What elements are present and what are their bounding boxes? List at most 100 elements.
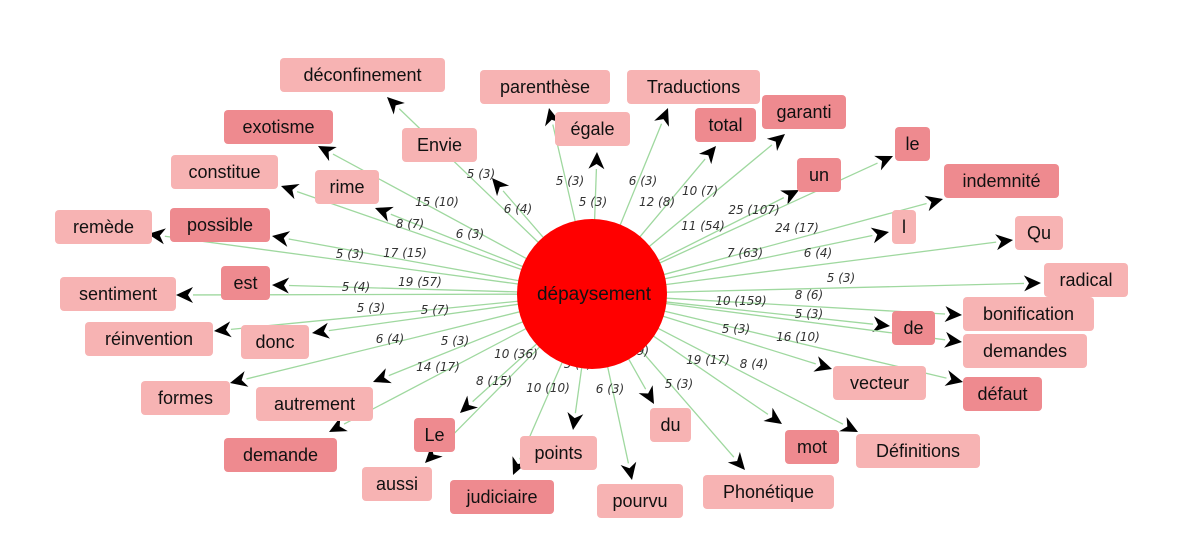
node-vecteur[interactable]: vecteur — [833, 366, 926, 400]
node-autrement[interactable]: autrement — [256, 387, 373, 421]
node-box-total[interactable] — [695, 108, 756, 142]
node-label-garanti: garanti — [776, 102, 831, 122]
edge-label-aussi: 10 (36) — [494, 347, 538, 361]
node-box-constitue[interactable] — [171, 155, 278, 189]
node-label-de: de — [903, 318, 923, 338]
node-bonification[interactable]: bonification — [963, 297, 1094, 331]
node-box-aussi[interactable] — [362, 467, 432, 501]
node-box-sentiment[interactable] — [60, 277, 176, 311]
node-box-du[interactable] — [650, 408, 691, 442]
node-box-un[interactable] — [797, 158, 841, 192]
node-de[interactable]: de — [892, 311, 935, 345]
node-radical[interactable]: radical — [1044, 263, 1128, 297]
edge-phonetique — [638, 347, 735, 458]
node-box-indemnite[interactable] — [944, 164, 1059, 198]
node-box-formes[interactable] — [141, 381, 230, 415]
node-le_lower[interactable]: le — [895, 127, 930, 161]
edge-label-demande: 14 (17) — [416, 360, 460, 374]
node-qu[interactable]: Qu — [1015, 216, 1063, 250]
node-box-garanti[interactable] — [762, 95, 846, 129]
node-judiciaire[interactable]: judiciaire — [450, 480, 554, 514]
node-box-judiciaire[interactable] — [450, 480, 554, 514]
node-un[interactable]: un — [797, 158, 841, 192]
arrowhead-judiciaire — [512, 456, 528, 475]
edge-label-bonification: 8 (6) — [795, 288, 823, 302]
node-box-pourvu[interactable] — [597, 484, 683, 518]
node-traductions[interactable]: Traductions — [627, 70, 760, 104]
node-box-autrement[interactable] — [256, 387, 373, 421]
node-aussi[interactable]: aussi — [362, 467, 432, 501]
node-box-rime[interactable] — [315, 170, 379, 204]
node-box-remede[interactable] — [55, 210, 152, 244]
node-box-reinvention[interactable] — [85, 322, 213, 356]
node-box-possible[interactable] — [170, 208, 270, 242]
arrowhead-du — [638, 385, 654, 404]
node-garanti[interactable]: garanti — [762, 95, 846, 129]
node-possible[interactable]: possible — [170, 208, 270, 242]
node-est[interactable]: est — [221, 266, 270, 300]
edge-traductions — [618, 123, 663, 228]
node-parenthese[interactable]: parenthèse — [480, 70, 610, 104]
node-box-de[interactable] — [892, 311, 935, 345]
node-deconfinement[interactable]: déconfinement — [280, 58, 445, 92]
node-l[interactable]: l — [892, 210, 916, 244]
arrowhead-mot — [763, 407, 782, 424]
node-box-qu[interactable] — [1015, 216, 1063, 250]
node-box-le_upper[interactable] — [414, 418, 455, 452]
node-box-traductions[interactable] — [627, 70, 760, 104]
node-box-radical[interactable] — [1044, 263, 1128, 297]
node-mot[interactable]: mot — [785, 430, 839, 464]
node-le_upper[interactable]: Le — [414, 418, 455, 452]
node-indemnite[interactable]: indemnité — [944, 164, 1059, 198]
node-defaut[interactable]: défaut — [963, 377, 1042, 411]
edge-constitue — [296, 190, 525, 271]
node-label-constitue: constitue — [188, 162, 260, 182]
node-phonetique[interactable]: Phonétique — [703, 475, 834, 509]
node-box-le_lower[interactable] — [895, 127, 930, 161]
node-box-est[interactable] — [221, 266, 270, 300]
node-box-phonetique[interactable] — [703, 475, 834, 509]
node-box-exotisme[interactable] — [224, 110, 333, 144]
edge-points — [574, 365, 583, 414]
node-box-egale[interactable] — [555, 112, 630, 146]
node-box-mot[interactable] — [785, 430, 839, 464]
node-du[interactable]: du — [650, 408, 691, 442]
node-box-vecteur[interactable] — [833, 366, 926, 400]
node-remede[interactable]: remède — [55, 210, 152, 244]
node-box-l[interactable] — [892, 210, 916, 244]
node-box-deconfinement[interactable] — [280, 58, 445, 92]
node-total[interactable]: total — [695, 108, 756, 142]
node-pourvu[interactable]: pourvu — [597, 484, 683, 518]
arrowhead-defaut — [944, 370, 963, 386]
node-definitions[interactable]: Définitions — [856, 434, 980, 468]
node-label-reinvention: réinvention — [105, 329, 193, 349]
node-box-demande[interactable] — [224, 438, 337, 472]
node-sentiment[interactable]: sentiment — [60, 277, 176, 311]
node-box-donc[interactable] — [241, 325, 309, 359]
node-formes[interactable]: formes — [141, 381, 230, 415]
node-box-points[interactable] — [520, 436, 597, 470]
node-envie[interactable]: Envie — [402, 128, 477, 162]
node-rime[interactable]: rime — [315, 170, 379, 204]
center-node-circle[interactable] — [517, 219, 667, 369]
node-demandes[interactable]: demandes — [963, 334, 1087, 368]
node-box-parenthese[interactable] — [480, 70, 610, 104]
center-node[interactable]: dépaysement — [517, 219, 667, 369]
node-donc[interactable]: donc — [241, 325, 309, 359]
node-points[interactable]: points — [520, 436, 597, 470]
node-label-possible: possible — [187, 215, 253, 235]
node-box-bonification[interactable] — [963, 297, 1094, 331]
node-egale[interactable]: égale — [555, 112, 630, 146]
node-box-defaut[interactable] — [963, 377, 1042, 411]
node-box-definitions[interactable] — [856, 434, 980, 468]
node-constitue[interactable]: constitue — [171, 155, 278, 189]
arrowhead-formes — [230, 371, 249, 387]
node-box-demandes[interactable] — [963, 334, 1087, 368]
node-reinvention[interactable]: réinvention — [85, 322, 213, 356]
node-box-envie[interactable] — [402, 128, 477, 162]
node-demande[interactable]: demande — [224, 438, 337, 472]
arrowhead-donc — [312, 322, 330, 339]
edge-possible — [288, 238, 522, 282]
node-exotisme[interactable]: exotisme — [224, 110, 333, 144]
arrowhead-sentiment — [176, 286, 194, 303]
